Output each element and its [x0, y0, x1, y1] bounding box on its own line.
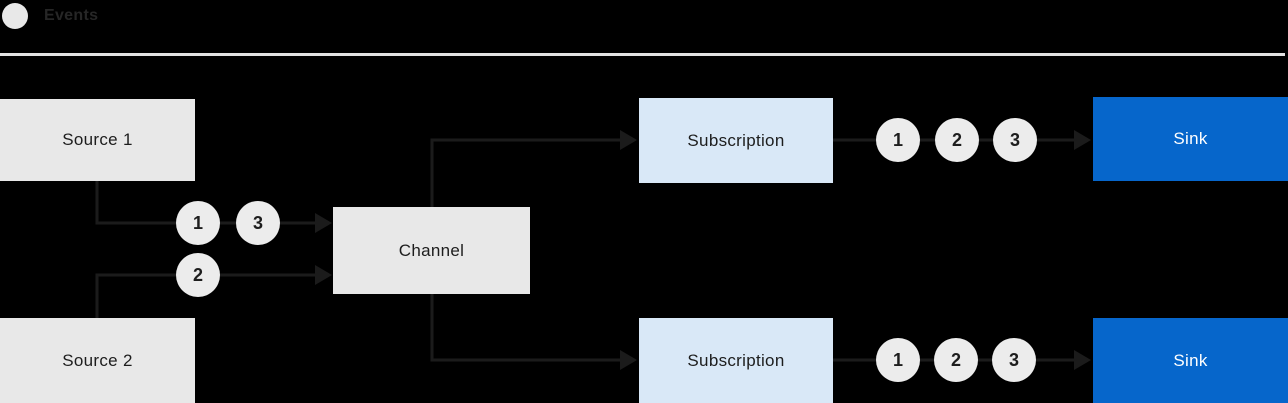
source-2-node: Source 2 [0, 318, 195, 403]
sink-2-node: Sink [1093, 318, 1288, 403]
subscription-1-node: Subscription [639, 98, 833, 183]
arrowhead-icon [1074, 130, 1091, 150]
arrowhead-icon [620, 350, 637, 370]
event-marker-3: 3 [993, 118, 1037, 162]
subscription-2-label: Subscription [687, 350, 785, 370]
event-dot-icon [2, 3, 28, 29]
source-2-label: Source 2 [62, 350, 133, 370]
channel-node: Channel [333, 207, 530, 294]
event-marker-1: 1 [876, 338, 920, 382]
legend-label: Events [44, 7, 99, 24]
event-marker-1: 1 [876, 118, 920, 162]
source-1-label: Source 1 [62, 130, 133, 149]
event-marker-1: 1 [176, 201, 220, 245]
event-marker-2: 2 [176, 253, 220, 297]
arrowhead-icon [620, 130, 637, 150]
separator-line [0, 53, 1285, 56]
event-marker-2: 2 [935, 118, 979, 162]
channel-to-subscription2-line [430, 294, 620, 362]
sink-1-label: Sink [1173, 129, 1208, 148]
source-1-node: Source 1 [0, 99, 195, 181]
source2-to-channel-line [95, 273, 315, 318]
subscription-1-label: Subscription [687, 130, 785, 150]
channel-label: Channel [398, 240, 465, 260]
sink-2-label: Sink [1173, 350, 1208, 370]
subscription-2-node: Subscription [639, 318, 833, 403]
arrowhead-icon [315, 213, 332, 233]
channel-to-subscription1-line [430, 138, 620, 207]
event-marker-3: 3 [236, 201, 280, 245]
arrowhead-icon [1074, 350, 1091, 370]
arrowhead-icon [315, 265, 332, 285]
sink-1-node: Sink [1093, 97, 1288, 181]
event-marker-2: 2 [934, 338, 978, 382]
event-marker-3: 3 [992, 338, 1036, 382]
